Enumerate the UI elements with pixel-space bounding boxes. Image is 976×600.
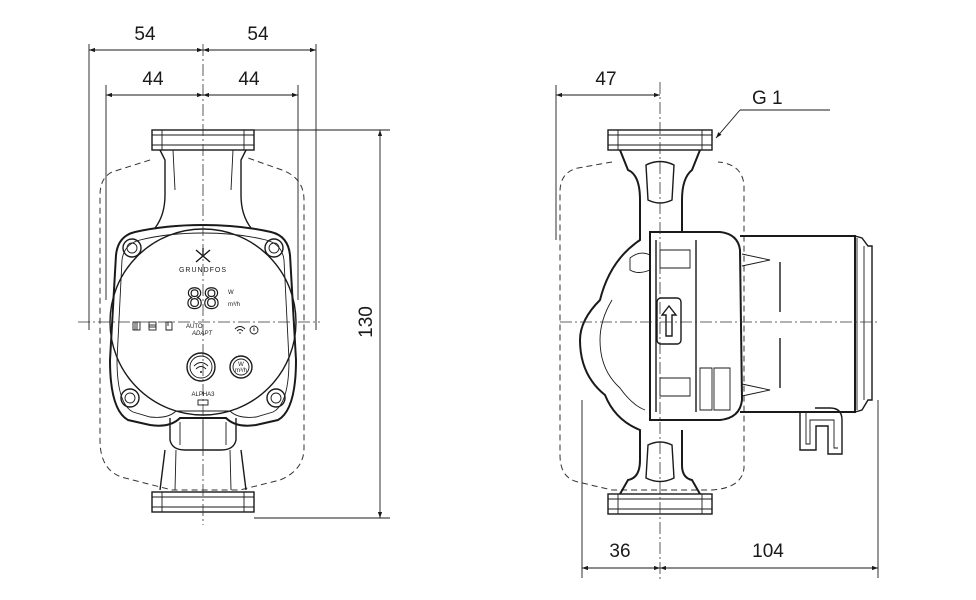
side-pump-housing — [578, 149, 701, 495]
side-motor-stator — [740, 235, 856, 413]
flow-direction-arrow-icon — [656, 297, 682, 345]
side-motor-flange — [649, 231, 744, 421]
front-view: GRUNDFOS 88 W m³/h AUTO ADAPT — [78, 44, 320, 525]
side-cable-clip — [799, 407, 843, 455]
dim-side-bottom-right: 104 — [752, 541, 784, 562]
side-envelope-dashed — [559, 161, 745, 491]
dim-side-bottom-left: 36 — [609, 541, 630, 562]
button-unit-bottom: m³/h — [235, 368, 247, 374]
screw-bottom-right — [266, 388, 286, 408]
unit-power-label: W — [228, 290, 234, 296]
mode-auto-label: AUTO — [186, 324, 203, 330]
dim-front-inner-left: 44 — [142, 69, 164, 90]
dim-front-outer-left: 54 — [134, 24, 156, 45]
side-dimensions: 47 G 1 36 104 — [555, 69, 879, 578]
unit-toggle-button[interactable]: W m³/h — [229, 355, 253, 379]
mode-icons — [132, 321, 173, 331]
screw-top-left — [122, 238, 142, 258]
front-envelope-dashed — [99, 157, 305, 491]
dim-front-inner-right: 44 — [238, 69, 260, 90]
connect-button[interactable] — [186, 352, 216, 382]
brand-label: GRUNDFOS — [179, 267, 227, 274]
screw-top-right — [264, 238, 284, 258]
front-dimensions: 54 54 44 44 130 — [88, 24, 390, 519]
mode-adapt-label: ADAPT — [191, 331, 213, 337]
dim-side-thread: G 1 — [752, 88, 783, 109]
warning-icon — [249, 325, 259, 335]
side-view — [559, 82, 880, 580]
wifi-icon — [234, 326, 246, 334]
button-unit-top: W — [238, 362, 244, 368]
front-housing — [108, 223, 298, 427]
dim-front-height: 130 — [356, 306, 377, 338]
unit-flow-label: m³/h — [228, 302, 240, 308]
screw-bottom-left — [120, 388, 140, 408]
dim-side-top: 47 — [595, 69, 616, 90]
dim-front-outer-right: 54 — [247, 24, 269, 45]
